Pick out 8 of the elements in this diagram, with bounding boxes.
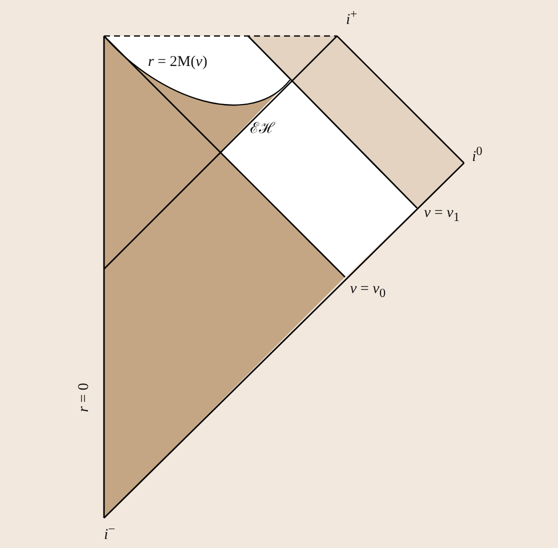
infinity-label: i$^{0}$ <box>472 145 482 165</box>
horizon-label: ℰℋ <box>250 122 275 137</box>
infinity-label: i$^{−}$ <box>104 523 116 543</box>
line-label: v = v$_{0}$ <box>350 282 386 300</box>
infinity-label: i$^{+}$ <box>346 8 358 28</box>
line-label: v = v$_{1}$ <box>424 206 460 224</box>
curve-label: r = 2M(v) <box>148 55 208 70</box>
axis-label: r = 0 <box>77 382 92 412</box>
